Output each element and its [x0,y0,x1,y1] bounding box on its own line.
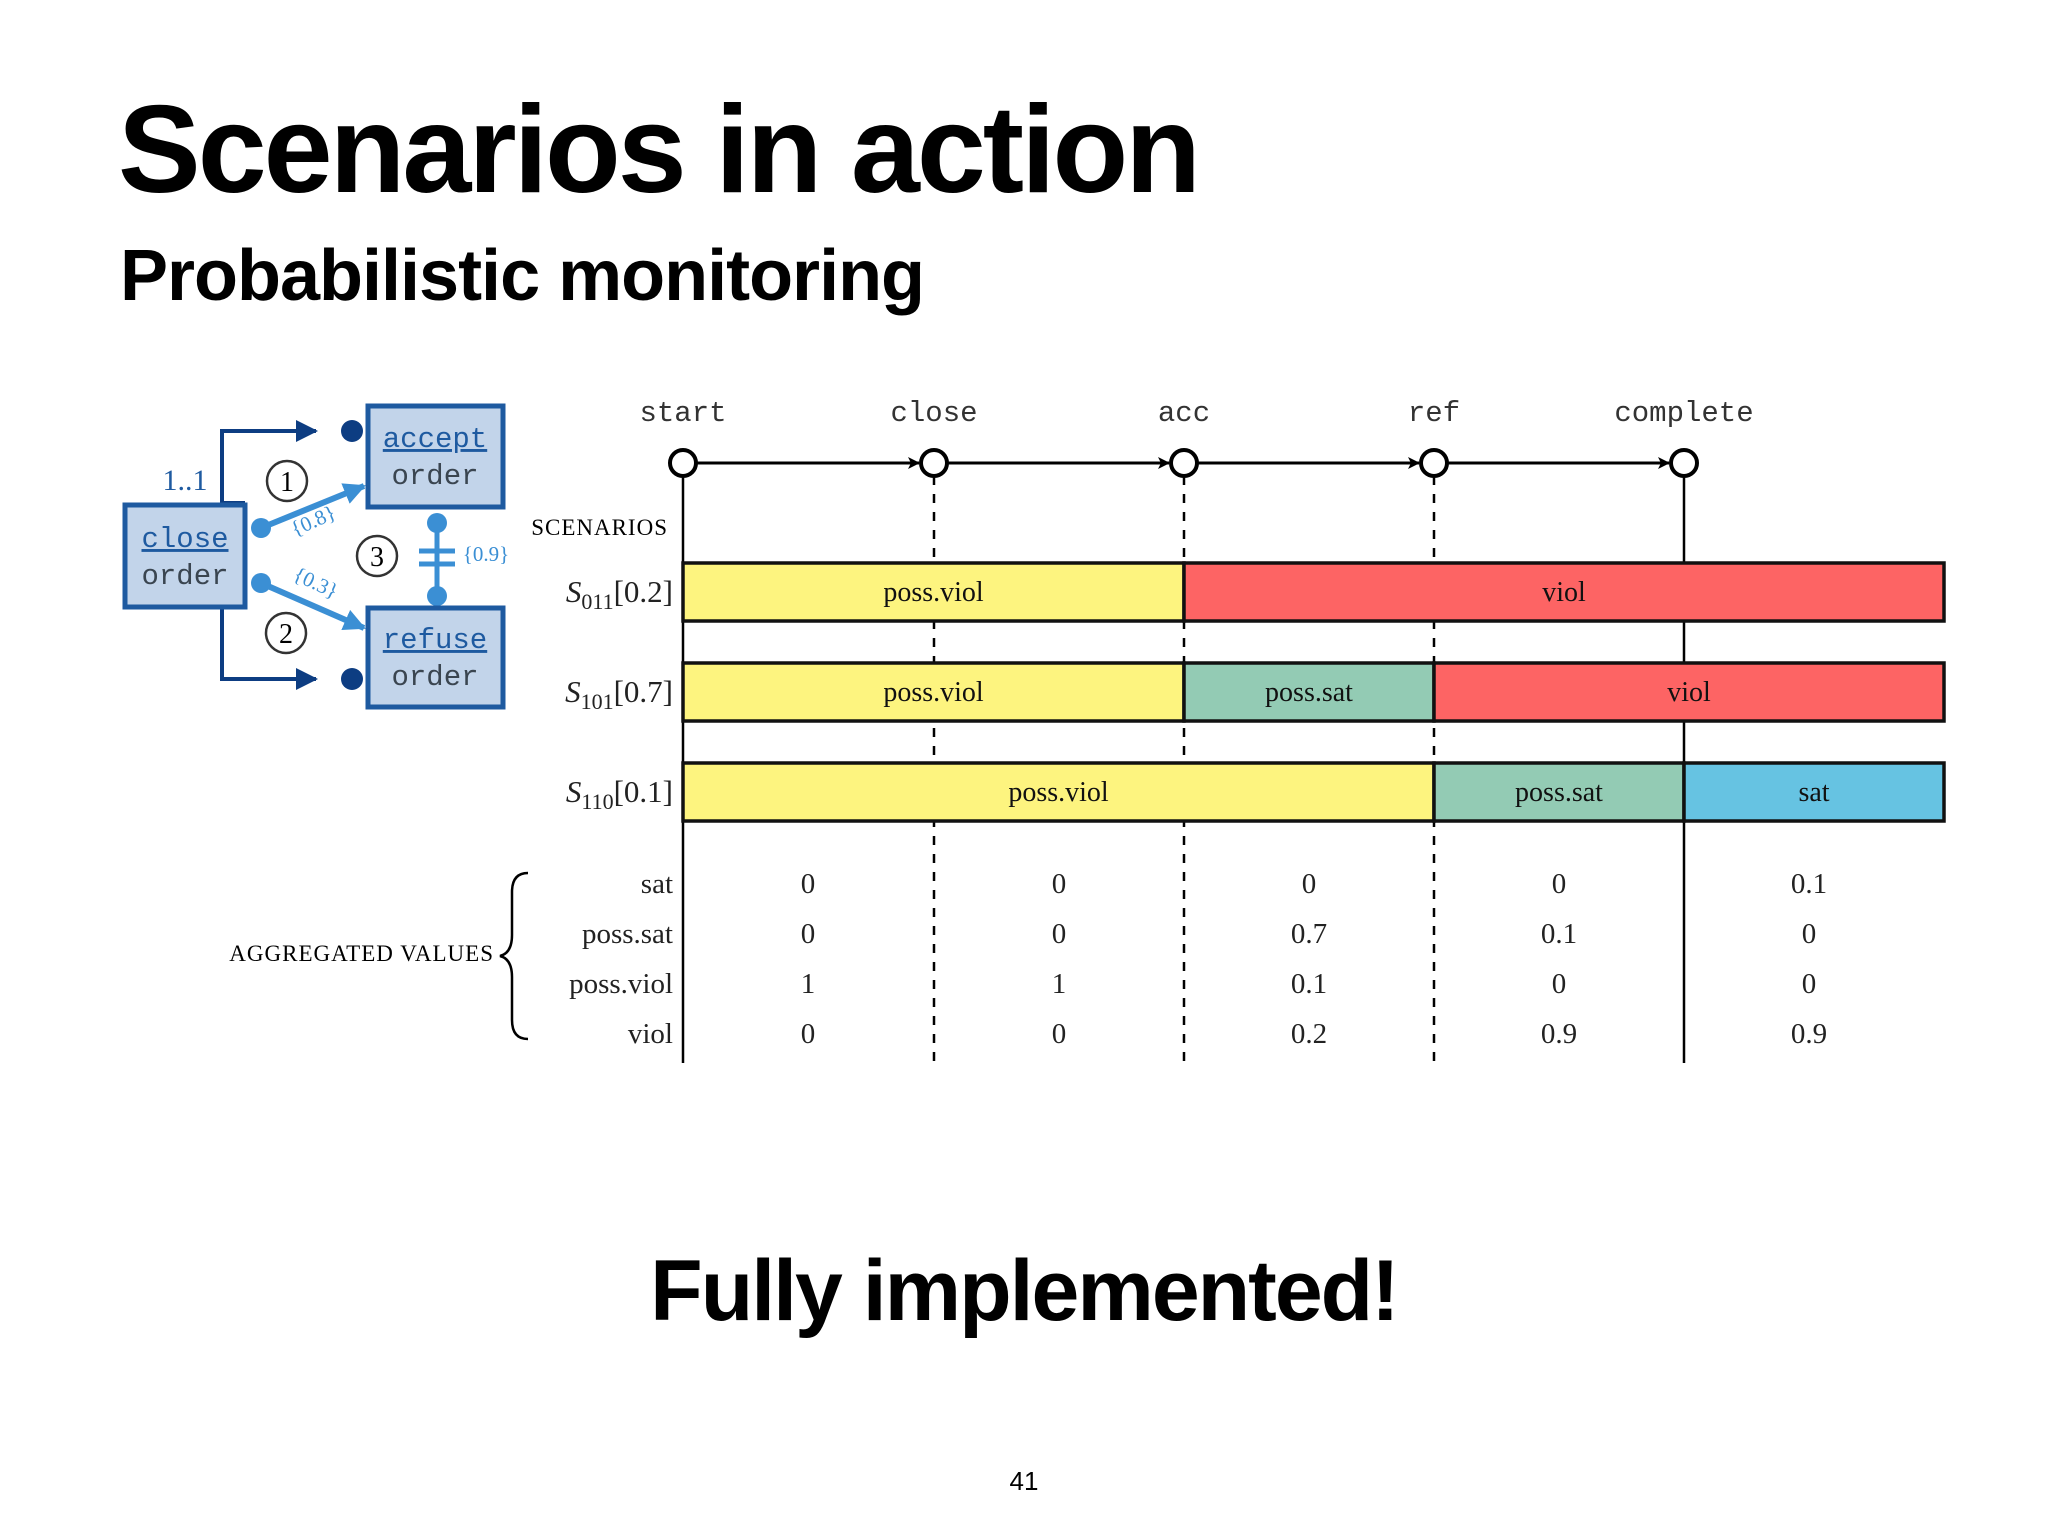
accept-order-label-line1: accept [383,423,487,456]
event-node-ref [1419,448,1449,478]
svg-text:3: 3 [370,542,384,573]
probability-label-3: {0.9} [463,542,509,566]
aggregated-value-cell: 0 [801,868,816,900]
aggregated-value-cell: 0 [1052,918,1067,950]
event-node-close [919,448,949,478]
aggregated-value-cell: 0.2 [1291,1018,1327,1050]
aggregated-values-table: sat 0 0 0 0 0.1 poss.sat 0 0 0.7 0.1 0 poss.viol 1 1 0.… [569,868,1827,1050]
scenario-segment-label: sat [1798,777,1829,808]
aggregated-value-cell: 1 [801,968,816,1000]
aggregated-value-cell: 0.1 [1791,868,1827,900]
event-timeline: start close acc ref complete [639,397,1754,1063]
scenario-segment-label: viol [1667,677,1711,708]
refuse-order-label-line1: refuse [383,624,487,657]
scenario-segment-poss-sat [1182,661,1436,723]
aggregated-value-cell: 0 [1052,868,1067,900]
scenario-segment-viol [1432,661,1946,723]
aggregated-heading: AGGREGATED VALUES [229,941,494,966]
slide-title: Scenarios in action [118,81,1201,219]
conclusion-text: Fully implemented! [650,1243,1400,1339]
scenario-segment-label: poss.viol [883,677,984,708]
event-node-acc [1169,448,1199,478]
scenario-segment-viol [1182,561,1946,623]
aggregated-value-cell: 1 [1052,968,1067,1000]
scenario-segment-label: poss.viol [1008,777,1109,808]
aggregated-value-cell: 0 [801,1018,816,1050]
refuse-order-label-line2: order [391,661,478,694]
event-node-start [668,448,698,478]
process-model: close order accept order refuse order 1.… [122,403,509,710]
scenarios-heading: SCENARIOS [531,515,668,540]
scenario-label-110: S110[0.1] [566,774,673,814]
event-label-start: start [639,397,726,430]
aggregated-value-cell: 0 [1302,868,1317,900]
aggregated-value-cell: 0.7 [1291,918,1327,950]
scenario-segment-sat [1682,761,1946,823]
aggregated-value-cell: 0 [1052,1018,1067,1050]
constraint-arrow-2 [259,580,366,631]
svg-text:2: 2 [279,619,293,650]
accept-order-task [365,403,506,510]
aggregated-value-cell: 0.9 [1791,1018,1827,1050]
close-order-label-line2: order [141,560,228,593]
refuse-order-task [365,605,506,710]
scenario-segment-poss-viol [681,661,1186,723]
slide-subtitle: Probabilistic monitoring [120,236,925,316]
aggregated-value-cell: 0 [1802,918,1817,950]
aggregated-row-label: sat [641,868,673,900]
scenario-segment-poss-sat [1432,761,1686,823]
close-order-task [122,502,248,610]
constraint-dot-3a [427,513,447,533]
page-number: 41 [1009,1466,1039,1496]
aggregated-value-cell: 0.9 [1541,1018,1577,1050]
refuse-connector-dot [341,668,363,690]
constraint-dot-2 [251,573,271,593]
event-label-acc: acc [1158,397,1210,430]
event-label-close: close [890,397,977,430]
constraint-badge-3 [355,534,399,578]
constraint-dot-1 [251,518,271,538]
event-label-complete: complete [1614,397,1753,430]
aggregated-brace [499,871,529,1041]
constraint-dot-3b [427,586,447,606]
constraint-badge-1 [265,459,309,503]
accept-connector-dot [341,420,363,442]
scenario-segment-label: viol [1542,577,1586,608]
aggregated-row-label: viol [628,1018,673,1050]
cardinality-label: 1..1 [163,464,208,497]
scenario-segment-label: poss.sat [1265,677,1353,708]
scenario-segment-poss-viol [681,761,1436,823]
constraint-badge-2 [264,611,308,655]
scenario-segment-label: poss.viol [883,577,984,608]
aggregated-row-label: poss.viol [569,968,673,1000]
aggregated-value-cell: 0.1 [1291,968,1327,1000]
aggregated-value-cell: 0 [1552,968,1567,1000]
aggregated-value-cell: 0.1 [1541,918,1577,950]
scenario-label-101: S101[0.7] [565,674,673,714]
aggregated-value-cell: 0 [801,918,816,950]
scenario-segment-poss-viol [681,561,1186,623]
scenario-segment-label: poss.sat [1515,777,1603,808]
event-label-ref: ref [1408,397,1460,430]
constraint-arrow-1 [259,483,366,531]
event-node-complete [1669,448,1699,478]
aggregated-row-label: poss.sat [582,918,673,950]
accept-order-label-line2: order [391,460,478,493]
scenario-label-011: S011[0.2] [566,574,673,614]
aggregated-value-cell: 0 [1802,968,1817,1000]
svg-text:1: 1 [280,467,294,498]
close-order-label-line1: close [141,523,228,556]
aggregated-value-cell: 0 [1552,868,1567,900]
